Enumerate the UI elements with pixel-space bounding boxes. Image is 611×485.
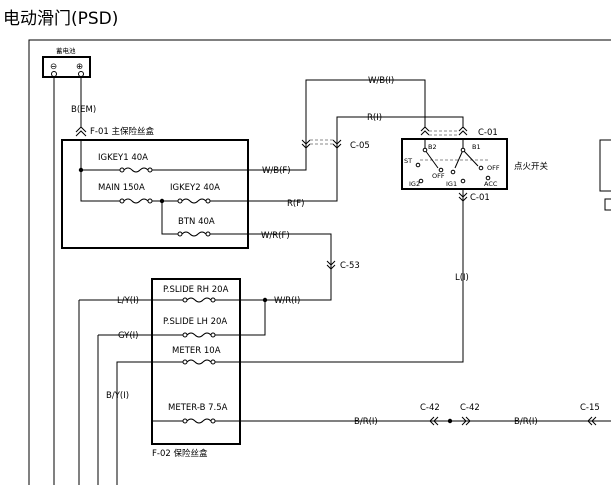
fuse-label-igkey1: IGKEY1 40A	[98, 153, 148, 163]
connector-label-c01-bottom: C-01	[470, 193, 490, 203]
f02-label: F-02 保险丝盒	[152, 448, 208, 459]
diagram-frame	[28, 39, 611, 485]
wire-label-wb-f: W/B(F)	[262, 166, 291, 176]
junction-dot	[262, 297, 268, 303]
fuse-main	[119, 198, 153, 204]
fuse-meter	[182, 359, 216, 365]
junction-dot	[447, 418, 453, 424]
wire-label-l-i: L(I)	[455, 273, 469, 283]
fuse-btn	[177, 231, 211, 237]
connector-label-c01-top: C-01	[478, 128, 498, 138]
terminal-off-right: OFF	[487, 164, 500, 172]
battery-terminal-plus	[78, 71, 84, 77]
wire-label-gy-i: GY(I)	[118, 331, 139, 341]
battery: 蓄电池 ⊖ ⊕	[42, 46, 91, 78]
fuse-label-main: MAIN 150A	[98, 183, 145, 193]
connector-arrow-icon	[75, 126, 87, 137]
fuse-pslide-lh	[182, 332, 216, 338]
wire-wb	[248, 79, 426, 171]
wire-label-wr-i: W/R(I)	[274, 296, 300, 306]
wire-label-wb-i: W/B(I)	[368, 76, 394, 86]
battery-terminal-minus	[51, 71, 57, 77]
fuse-igkey2	[177, 198, 211, 204]
fuse-label-pslide-lh: P.SLIDE LH 20A	[163, 317, 227, 327]
terminal-ig2: IG2	[409, 180, 420, 188]
wire-label-br-i-left: B/R(I)	[354, 417, 378, 427]
connector-c42-right	[461, 416, 471, 426]
ignition-switch-label: 点火开关	[514, 161, 549, 172]
connector-label-c15: C-15	[580, 403, 600, 413]
connector-c53	[326, 260, 336, 270]
ignition-switch-body	[401, 138, 508, 190]
ignition-switch	[401, 126, 508, 190]
junction-dot	[78, 167, 84, 173]
fuse-label-pslide-rh: P.SLIDE RH 20A	[163, 285, 229, 295]
wire-label-ly-i: L/Y(I)	[117, 296, 139, 306]
battery-body	[42, 56, 91, 78]
terminal-b1: B1	[472, 143, 481, 151]
wire-r	[248, 116, 464, 202]
fuse-igkey1	[119, 167, 153, 173]
terminal-st: ST	[404, 157, 412, 165]
fuse-label-btn: BTN 40A	[178, 217, 215, 227]
connector-label-c42-left: C-42	[420, 403, 440, 413]
fuse-box-f01	[61, 139, 249, 249]
wire-by	[116, 361, 183, 485]
wire-wr	[248, 233, 332, 301]
fuse-pslide-rh	[182, 297, 216, 303]
f01-label: F-01 主保险丝盒	[90, 126, 154, 137]
connector-label-c53: C-53	[340, 261, 360, 271]
fuse-label-igkey2: IGKEY2 40A	[170, 183, 220, 193]
connector-c42-left	[429, 416, 439, 426]
main-feed-wire	[80, 140, 120, 202]
wire-label-wr-f: W/R(F)	[261, 231, 290, 241]
battery-plus-icon: ⊕	[76, 62, 83, 72]
terminal-ig1: IG1	[446, 180, 457, 188]
wire-label-r-f: R(F)	[287, 199, 304, 209]
connector-c15	[587, 416, 597, 426]
fuse-label-meter-b: METER-B 7.5A	[168, 403, 228, 413]
wire-label-by-i: B/Y(I)	[106, 391, 129, 401]
connector-label-c05: C-05	[350, 141, 370, 151]
page-title: 电动滑门(PSD)	[3, 9, 118, 29]
connector-label-c42-right: C-42	[460, 403, 480, 413]
connector-c05	[301, 139, 342, 149]
wire-label-r-i: R(I)	[367, 113, 382, 123]
pslide-lh-feed	[215, 300, 266, 336]
terminal-b2: B2	[428, 143, 437, 151]
wire-label-b-em: B(EM)	[71, 105, 96, 115]
terminal-acc: ACC	[484, 180, 498, 188]
btn-feed	[161, 201, 178, 235]
offscreen-component-tab	[604, 198, 611, 211]
battery-minus-icon: ⊖	[50, 62, 57, 72]
wire-label-br-i-right: B/R(I)	[514, 417, 538, 427]
battery-label: 蓄电池	[56, 46, 76, 55]
wire-l	[215, 189, 464, 363]
offscreen-component	[599, 139, 611, 192]
terminal-off-left: OFF	[432, 172, 445, 180]
fuse-meter-b	[182, 418, 216, 424]
fuse-label-meter: METER 10A	[172, 346, 221, 356]
